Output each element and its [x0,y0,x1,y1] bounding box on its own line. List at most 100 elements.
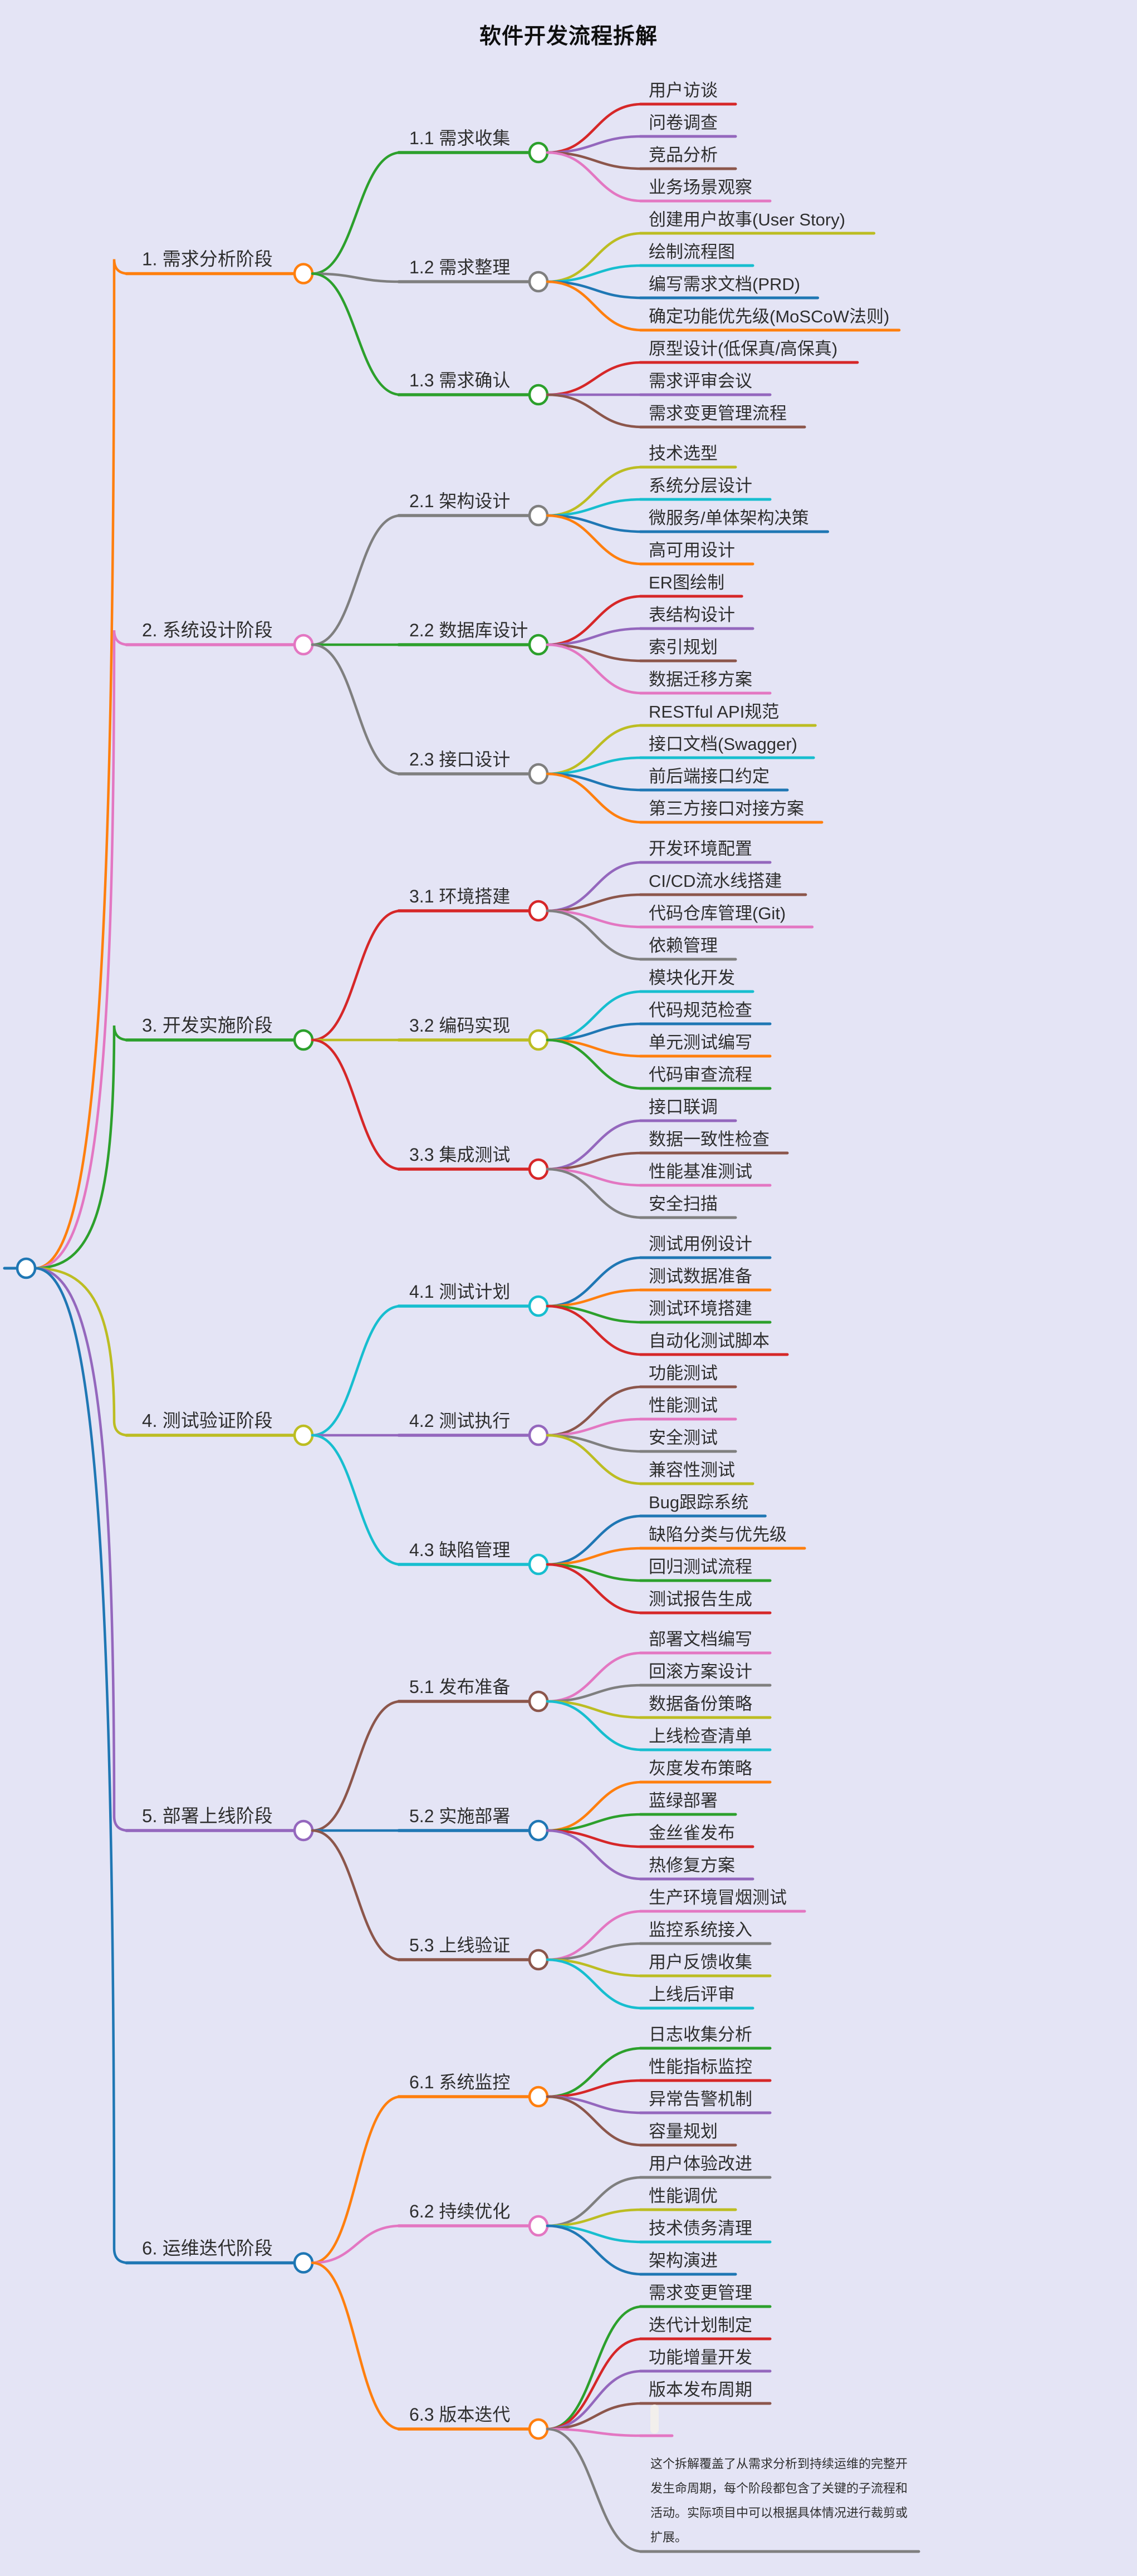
node-circle[interactable] [528,384,549,406]
node-circle[interactable] [528,1949,549,1971]
sub-label[interactable]: 3.1 环境搭建 [409,886,510,906]
leaf-label[interactable]: 性能指标监控 [649,2057,752,2077]
node-circle[interactable] [293,1819,314,1842]
leaf-label[interactable]: 安全测试 [649,1428,718,1448]
leaf-label[interactable]: 功能测试 [649,1363,718,1383]
leaf-label[interactable]: 监控系统接入 [649,1920,752,1940]
leaf-label[interactable]: 问卷调查 [649,113,718,133]
leaf-label[interactable]: 自动化测试脚本 [649,1331,770,1351]
node-circle[interactable] [293,634,314,656]
leaf-label[interactable]: Bug跟踪系统 [649,1493,748,1512]
leaf-label[interactable]: 用户访谈 [649,81,718,100]
leaf-label[interactable]: 绘制流程图 [649,242,735,262]
leaf-label[interactable]: 兼容性测试 [649,1460,735,1480]
leaf-label[interactable]: 架构演进 [649,2251,718,2270]
node-circle[interactable] [528,1424,549,1446]
leaf-label[interactable]: 系统分层设计 [649,476,752,495]
leaf-label[interactable]: 代码审查流程 [649,1065,752,1085]
leaf-label[interactable]: 缺陷分类与优先级 [649,1525,787,1544]
leaf-label[interactable]: 原型设计(低保真/高保真) [649,339,837,359]
leaf-label[interactable]: 单元测试编写 [649,1033,752,1052]
node-circle[interactable] [528,2418,549,2440]
leaf-label[interactable]: CI/CD流水线搭建 [649,871,782,891]
sub-label[interactable]: 5.2 实施部署 [409,1806,510,1826]
leaf-label[interactable]: 需求评审会议 [649,371,752,391]
sub-label[interactable]: 5.1 发布准备 [409,1677,510,1697]
leaf-label[interactable]: 性能基准测试 [649,1162,752,1181]
leaf-label[interactable]: 接口文档(Swagger) [649,734,797,754]
leaf-label[interactable]: 接口联调 [649,1097,718,1117]
node-circle[interactable] [528,1029,549,1051]
leaf-label[interactable]: 回归测试流程 [649,1557,752,1577]
leaf-label[interactable]: 容量规划 [649,2122,718,2141]
node-circle[interactable] [528,271,549,293]
leaf-label[interactable]: 编写需求文档(PRD) [649,274,800,294]
leaf-label[interactable]: 创建用户故事(User Story) [649,210,845,229]
node-circle[interactable] [293,263,314,284]
leaf-label[interactable]: 前后端接口约定 [649,767,770,786]
leaf-label[interactable]: 测试用例设计 [649,1234,752,1254]
sub-label[interactable]: 2.1 架构设计 [409,491,510,511]
leaf-label[interactable]: 测试数据准备 [649,1267,752,1286]
branch-label[interactable]: 4. 测试验证阶段 [142,1410,273,1431]
leaf-label[interactable]: 上线后评审 [649,1985,735,2004]
leaf-label[interactable]: 版本发布周期 [649,2380,752,2400]
leaf-label[interactable]: 异常告警机制 [649,2089,752,2109]
leaf-label[interactable]: 用户体验改进 [649,2154,752,2173]
leaf-label[interactable]: 代码仓库管理(Git) [649,904,786,923]
sub-label[interactable]: 4.2 测试执行 [409,1411,510,1431]
leaf-label[interactable]: 开发环境配置 [649,839,752,858]
leaf-label[interactable]: 数据一致性检查 [649,1130,770,1149]
node-circle[interactable] [528,900,549,922]
leaf-label[interactable]: 表结构设计 [649,605,735,625]
leaf-label[interactable]: 业务场景观察 [649,178,752,197]
leaf-label[interactable]: 代码规范检查 [649,1000,752,1020]
leaf-label[interactable]: ER图绘制 [649,573,724,592]
leaf-label[interactable]: 需求变更管理 [649,2283,752,2303]
sub-label[interactable]: 1.3 需求确认 [409,370,510,390]
leaf-label[interactable]: 微服务/单体架构决策 [649,508,809,528]
leaf-label[interactable]: 生产环境冒烟测试 [649,1888,787,1907]
sub-label[interactable]: 1.2 需求整理 [409,257,510,277]
leaf-label[interactable]: 数据备份策略 [649,1694,752,1714]
branch-label[interactable]: 5. 部署上线阶段 [142,1805,273,1826]
leaf-label[interactable]: RESTful API规范 [649,702,779,722]
node-circle[interactable] [528,141,549,164]
leaf-label[interactable]: 灰度发布策略 [649,1759,752,1778]
leaf-label[interactable]: 依赖管理 [649,936,718,955]
branch-label[interactable]: 1. 需求分析阶段 [142,249,273,269]
leaf-label[interactable]: 索引规划 [649,637,718,657]
node-circle[interactable] [293,1424,314,1446]
sub-label[interactable]: 6.1 系统监控 [409,2072,510,2092]
leaf-label[interactable]: 日志收集分析 [649,2025,752,2044]
leaf-label[interactable]: 迭代计划制定 [649,2315,752,2335]
leaf-label[interactable]: 金丝雀发布 [649,1823,735,1843]
node-circle[interactable] [528,1690,549,1713]
node-circle[interactable] [293,2252,314,2274]
sub-label[interactable]: 6.3 版本迭代 [409,2405,510,2425]
sub-label[interactable]: 2.3 接口设计 [409,749,510,769]
leaf-label[interactable]: 竞品分析 [649,145,718,165]
leaf-label[interactable]: 回滚方案设计 [649,1662,752,1681]
sub-label[interactable]: 3.2 编码实现 [409,1015,510,1036]
node-circle[interactable] [528,1158,549,1180]
leaf-label[interactable]: 蓝绿部署 [649,1791,718,1810]
leaf-label[interactable]: 安全扫描 [649,1194,718,1214]
sub-label[interactable]: 3.3 集成测试 [409,1145,510,1165]
leaf-label[interactable]: 模块化开发 [649,968,735,988]
leaf-label[interactable]: 高可用设计 [649,541,735,560]
sub-label[interactable]: 4.1 测试计划 [409,1282,510,1302]
leaf-label[interactable]: 部署文档编写 [649,1630,752,1649]
branch-label[interactable]: 6. 运维迭代阶段 [142,2238,273,2259]
node-circle[interactable] [16,1257,37,1279]
leaf-label[interactable]: 用户反馈收集 [649,1952,752,1972]
branch-label[interactable]: 2. 系统设计阶段 [142,620,273,640]
leaf-label[interactable]: 测试环境搭建 [649,1299,752,1318]
leaf-label[interactable]: 性能测试 [649,1396,718,1415]
leaf-label[interactable]: 测试报告生成 [649,1589,752,1609]
leaf-label[interactable]: 上线检查清单 [649,1726,752,1746]
leaf-label[interactable]: 热修复方案 [649,1856,735,1875]
leaf-label[interactable]: 技术选型 [649,444,718,463]
node-circle[interactable] [528,763,549,785]
node-circle[interactable] [528,2086,549,2108]
